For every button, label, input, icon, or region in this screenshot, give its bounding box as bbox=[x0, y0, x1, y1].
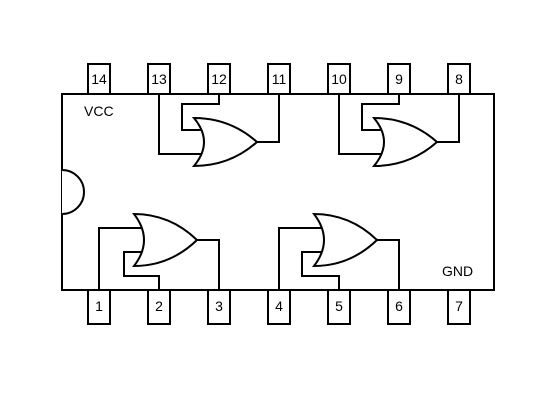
pin-10: 10 bbox=[327, 63, 351, 95]
pin-5: 5 bbox=[327, 289, 351, 325]
or-gate-icon bbox=[131, 212, 199, 268]
pin-14: 14 bbox=[87, 63, 111, 95]
pin-7-label: 7 bbox=[455, 298, 463, 314]
orientation-notch bbox=[61, 169, 85, 215]
pin-6-label: 6 bbox=[395, 298, 403, 314]
gnd-label: GND bbox=[442, 263, 473, 279]
pin-12: 12 bbox=[207, 63, 231, 95]
vcc-label: VCC bbox=[84, 103, 114, 119]
pin-3: 3 bbox=[207, 289, 231, 325]
pin-9-label: 9 bbox=[395, 71, 403, 87]
pin-13: 13 bbox=[147, 63, 171, 95]
pin-4-label: 4 bbox=[275, 298, 283, 314]
wire-gate-to-pin8 bbox=[437, 94, 460, 143]
wire-pin13-to-gate bbox=[158, 94, 206, 155]
wire-pin4-to-gate bbox=[278, 227, 326, 290]
wire-pin12-to-gate bbox=[181, 94, 220, 131]
wire-pin5-to-gate bbox=[301, 251, 340, 290]
wire-pin1-to-gate bbox=[98, 227, 146, 290]
or-gate-top-right bbox=[338, 94, 460, 168]
pin-7: 7 bbox=[447, 289, 471, 325]
pin-5-label: 5 bbox=[335, 298, 343, 314]
pin-4: 4 bbox=[267, 289, 291, 325]
pin-9: 9 bbox=[387, 63, 411, 95]
pin-2-label: 2 bbox=[155, 298, 163, 314]
wire-pin9-to-gate bbox=[361, 94, 400, 131]
or-gate-bottom-left bbox=[98, 212, 220, 290]
pin-8-label: 8 bbox=[455, 71, 463, 87]
or-gate-top-left bbox=[158, 94, 280, 168]
pin-11-label: 11 bbox=[272, 71, 287, 87]
or-gate-bottom-right bbox=[278, 212, 400, 290]
pin-2: 2 bbox=[147, 289, 171, 325]
or-gate-icon bbox=[311, 212, 379, 268]
bottom-pins: 1 2 3 4 5 6 7 bbox=[87, 289, 471, 325]
wire-gate-to-pin3 bbox=[197, 239, 220, 290]
pin-1-label: 1 bbox=[95, 298, 103, 314]
top-pins: 14 13 12 11 10 9 8 bbox=[87, 63, 471, 95]
pin-13-label: 13 bbox=[151, 71, 167, 87]
pin-6: 6 bbox=[387, 289, 411, 325]
wire-pin2-to-gate bbox=[123, 251, 160, 290]
wire-pin10-to-gate bbox=[338, 94, 386, 155]
wire-gate-to-pin6 bbox=[377, 239, 400, 290]
wire-gate-to-pin11 bbox=[257, 94, 280, 143]
pin-1: 1 bbox=[87, 289, 111, 325]
or-gate-icon bbox=[191, 116, 259, 168]
or-gate-icon bbox=[371, 116, 439, 168]
pin-10-label: 10 bbox=[331, 71, 347, 87]
pin-8: 8 bbox=[447, 63, 471, 95]
pin-11: 11 bbox=[267, 63, 291, 95]
pin-3-label: 3 bbox=[215, 298, 223, 314]
pin-12-label: 12 bbox=[211, 71, 227, 87]
pin-14-label: 14 bbox=[91, 71, 107, 87]
